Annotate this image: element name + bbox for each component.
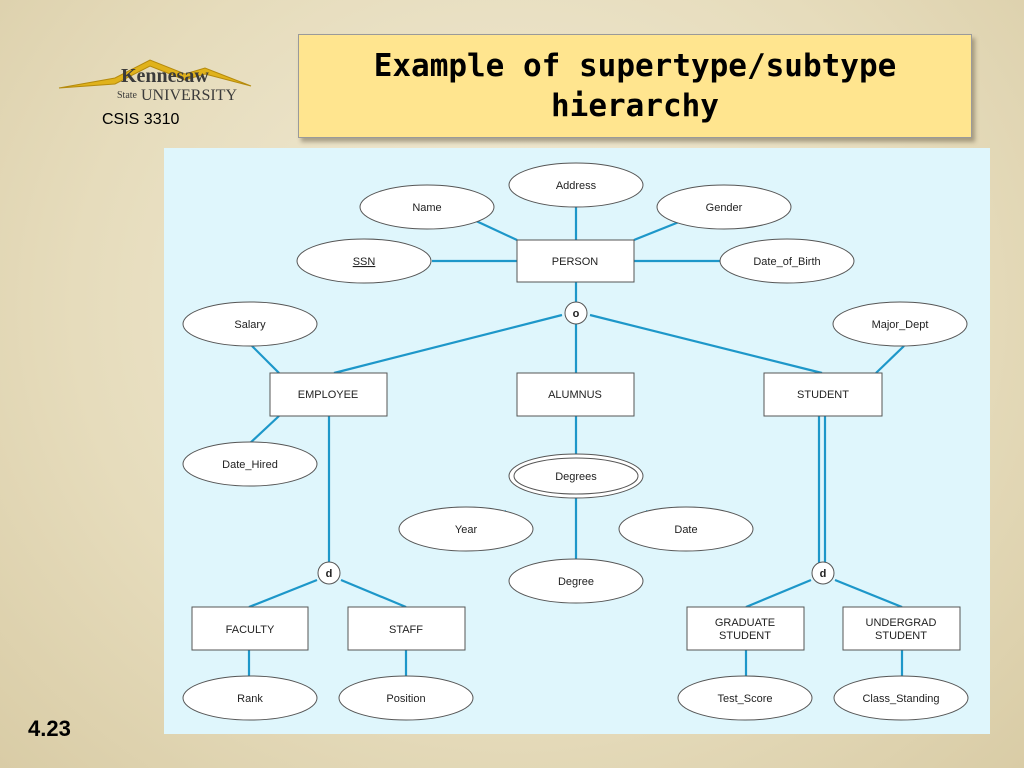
attribute-name[interactable]: Name	[359, 184, 495, 230]
attribute-address[interactable]: Address	[508, 162, 644, 208]
attribute-rank[interactable]: Rank	[182, 675, 318, 721]
attribute-major-dept-label: Major_Dept	[872, 319, 929, 331]
attribute-degree-label: Degree	[558, 576, 594, 588]
attribute-position[interactable]: Position	[338, 675, 474, 721]
attribute-ssn[interactable]: SSN	[296, 238, 432, 284]
logo-line2: UNIVERSITY	[141, 87, 237, 104]
attribute-date-of-birth-label: Date_of_Birth	[753, 256, 820, 268]
entity-graduate-label-1: GRADUATE	[715, 617, 775, 629]
slide-title: Example of supertype/subtype hierarchy	[373, 48, 897, 124]
title-box: Example of supertype/subtype hierarchy	[298, 34, 972, 138]
attribute-address-label: Address	[556, 180, 597, 192]
logo-line1: Kennesaw	[121, 65, 209, 87]
attribute-ssn-label: SSN	[353, 256, 376, 268]
entity-staff-label: STAFF	[389, 624, 423, 636]
slide-number: 4.23	[28, 716, 71, 741]
attribute-year-label: Year	[455, 524, 478, 536]
entity-undergrad-label-1: UNDERGRAD	[866, 617, 937, 629]
attribute-major-dept[interactable]: Major_Dept	[832, 301, 968, 347]
attribute-date-hired-label: Date_Hired	[222, 459, 278, 471]
logo-state: State	[117, 90, 138, 101]
attribute-name-label: Name	[412, 202, 441, 214]
entity-alumnus[interactable]: ALUMNUS	[516, 372, 635, 417]
entity-person[interactable]: PERSON	[516, 239, 635, 283]
entity-employee[interactable]: EMPLOYEE	[269, 372, 388, 417]
entity-undergrad-student[interactable]: UNDERGRAD STUDENT	[842, 606, 961, 651]
attribute-gender[interactable]: Gender	[656, 184, 792, 230]
entity-staff[interactable]: STAFF	[347, 606, 466, 651]
attribute-position-label: Position	[386, 693, 425, 705]
attribute-rank-label: Rank	[237, 693, 263, 705]
attribute-class-standing[interactable]: Class_Standing	[833, 675, 969, 721]
disjoint-employee-label: d	[326, 568, 333, 580]
attribute-date[interactable]: Date	[618, 506, 754, 552]
overlap-constraint[interactable]: o	[564, 301, 588, 325]
attribute-year[interactable]: Year	[398, 506, 534, 552]
entity-student-label: STUDENT	[797, 389, 849, 401]
entity-student[interactable]: STUDENT	[763, 372, 883, 417]
entity-faculty[interactable]: FACULTY	[191, 606, 309, 651]
entity-graduate-student[interactable]: GRADUATE STUDENT	[686, 606, 805, 651]
course-code: CSIS 3310	[102, 111, 180, 128]
entity-person-label: PERSON	[552, 256, 599, 268]
attribute-salary-label: Salary	[234, 319, 266, 331]
attribute-test-score[interactable]: Test_Score	[677, 675, 813, 721]
disjoint-constraint-student[interactable]: d	[811, 561, 835, 585]
attribute-date-of-birth[interactable]: Date_of_Birth	[719, 238, 855, 284]
attribute-degrees-label: Degrees	[555, 471, 597, 483]
entity-faculty-label: FACULTY	[226, 624, 275, 636]
entity-alumnus-label: ALUMNUS	[548, 389, 602, 401]
attribute-test-score-label: Test_Score	[717, 693, 772, 705]
attribute-salary[interactable]: Salary	[182, 301, 318, 347]
disjoint-constraint-employee[interactable]: d	[317, 561, 341, 585]
attribute-gender-label: Gender	[706, 202, 743, 214]
entity-undergrad-label-2: STUDENT	[875, 630, 927, 642]
attribute-degrees[interactable]: Degrees	[508, 453, 644, 499]
overlap-constraint-label: o	[573, 308, 580, 320]
entity-graduate-label-2: STUDENT	[719, 630, 771, 642]
attribute-date-label: Date	[674, 524, 697, 536]
eer-diagram: PERSON EMPLOYEE ALUMNUS STUDENT FACULTY …	[164, 148, 990, 734]
entity-employee-label: EMPLOYEE	[298, 389, 359, 401]
attribute-class-standing-label: Class_Standing	[862, 693, 939, 705]
attribute-degree[interactable]: Degree	[508, 558, 644, 604]
disjoint-student-label: d	[820, 568, 827, 580]
university-logo: Kennesaw State UNIVERSITY	[55, 48, 255, 108]
attribute-date-hired[interactable]: Date_Hired	[182, 441, 318, 487]
